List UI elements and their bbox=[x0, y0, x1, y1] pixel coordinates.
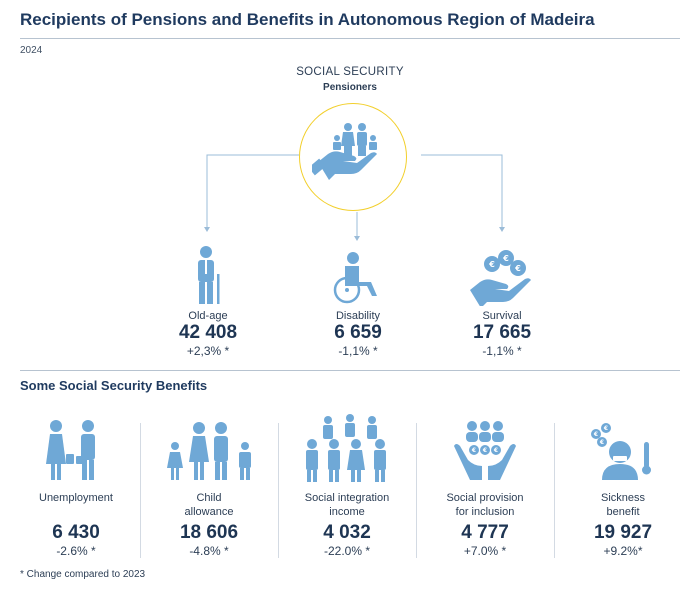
svg-text:€: € bbox=[502, 254, 509, 263]
svg-text:€: € bbox=[593, 431, 598, 438]
benefit-label-line: allowance bbox=[184, 506, 234, 518]
benefit-social-provision-figures: 4 777 +7.0% * bbox=[424, 522, 546, 558]
pensioners-circle bbox=[299, 103, 407, 211]
benefit-label-line: Sickness bbox=[600, 492, 646, 504]
benefit-value: 6 430 bbox=[52, 522, 100, 543]
hand-family-icon bbox=[312, 123, 377, 180]
elderly-person-icon bbox=[198, 246, 220, 304]
benefit-label-line: Social integration bbox=[304, 492, 390, 504]
benefit-sickness: Sickness benefit bbox=[562, 491, 684, 519]
benefit-label-line: Social provision bbox=[446, 492, 524, 504]
svg-text:€: € bbox=[488, 260, 495, 269]
group-icon bbox=[306, 414, 386, 482]
svg-text:€: € bbox=[603, 425, 608, 432]
connector-lines bbox=[204, 154, 505, 241]
hand-coins-icon: € € € bbox=[470, 250, 531, 306]
benefit-child-allowance: Child allowance bbox=[150, 491, 268, 519]
unemployed-people-icon bbox=[46, 420, 95, 480]
pension-value: 6 659 bbox=[334, 322, 382, 343]
benefit-change: +7.0% * bbox=[463, 544, 507, 558]
column-divider bbox=[554, 423, 555, 558]
wheelchair-icon bbox=[333, 252, 377, 304]
pension-label: Survival bbox=[482, 310, 522, 322]
benefit-change: -22.0% * bbox=[323, 544, 371, 558]
column-divider bbox=[416, 423, 417, 558]
benefits-title: Some Social Security Benefits bbox=[20, 378, 208, 393]
section-rule bbox=[20, 370, 680, 371]
svg-text:€: € bbox=[599, 439, 604, 446]
title-rule bbox=[20, 38, 680, 39]
benefit-value: 19 927 bbox=[593, 522, 653, 543]
svg-text:€: € bbox=[482, 447, 487, 454]
benefit-change: -2.6% * bbox=[56, 544, 96, 558]
benefit-label-line: income bbox=[329, 506, 365, 518]
benefit-value: 18 606 bbox=[179, 522, 239, 543]
pension-change: -1,1% * bbox=[482, 344, 522, 358]
pension-change: -1,1% * bbox=[338, 344, 378, 358]
pension-value: 42 408 bbox=[178, 322, 238, 343]
benefit-value: 4 777 bbox=[461, 522, 509, 543]
pension-survival: Survival 17 665 -1,1% * bbox=[442, 310, 562, 358]
svg-text:€: € bbox=[471, 447, 476, 454]
benefit-change: +9.2%* bbox=[603, 544, 643, 558]
benefit-change: -4.8% * bbox=[189, 544, 229, 558]
benefit-label-line: Child bbox=[196, 492, 222, 504]
benefit-label-line: Unemployment bbox=[39, 492, 113, 504]
social-security-subtitle: Pensioners bbox=[323, 82, 377, 93]
column-divider bbox=[140, 423, 141, 558]
hands-people-icon: € € € bbox=[454, 421, 516, 480]
year-label: 2024 bbox=[20, 45, 43, 56]
benefit-unemployment-figures: 6 430 -2.6% * bbox=[20, 522, 132, 558]
pension-label: Disability bbox=[335, 310, 380, 322]
pension-disability: Disability 6 659 -1,1% * bbox=[298, 310, 418, 358]
benefit-social-integration: Social integration income bbox=[286, 491, 408, 519]
benefit-label-line: benefit bbox=[606, 506, 640, 518]
benefit-social-integration-figures: 4 032 -22.0% * bbox=[286, 522, 408, 558]
svg-text:€: € bbox=[493, 447, 498, 454]
benefit-value: 4 032 bbox=[323, 522, 371, 543]
pension-value: 17 665 bbox=[472, 322, 532, 343]
social-security-title: SOCIAL SECURITY bbox=[296, 66, 404, 78]
benefit-unemployment: Unemployment bbox=[20, 491, 132, 505]
column-divider bbox=[278, 423, 279, 558]
pension-label: Old-age bbox=[188, 310, 228, 322]
pension-old-age: Old-age 42 408 +2,3% * bbox=[148, 310, 268, 358]
page-title: Recipients of Pensions and Benefits in A… bbox=[20, 10, 595, 29]
svg-text:€: € bbox=[514, 264, 521, 273]
benefit-label-line: for inclusion bbox=[455, 506, 515, 518]
pension-change: +2,3% * bbox=[186, 344, 230, 358]
footnote: * Change compared to 2023 bbox=[20, 569, 146, 580]
sick-person-icon: €€€ bbox=[591, 423, 651, 480]
family-icon bbox=[167, 422, 251, 480]
benefit-social-provision: Social provision for inclusion bbox=[424, 491, 546, 519]
benefit-sickness-figures: 19 927 +9.2%* bbox=[562, 522, 684, 558]
benefit-child-allowance-figures: 18 606 -4.8% * bbox=[150, 522, 268, 558]
